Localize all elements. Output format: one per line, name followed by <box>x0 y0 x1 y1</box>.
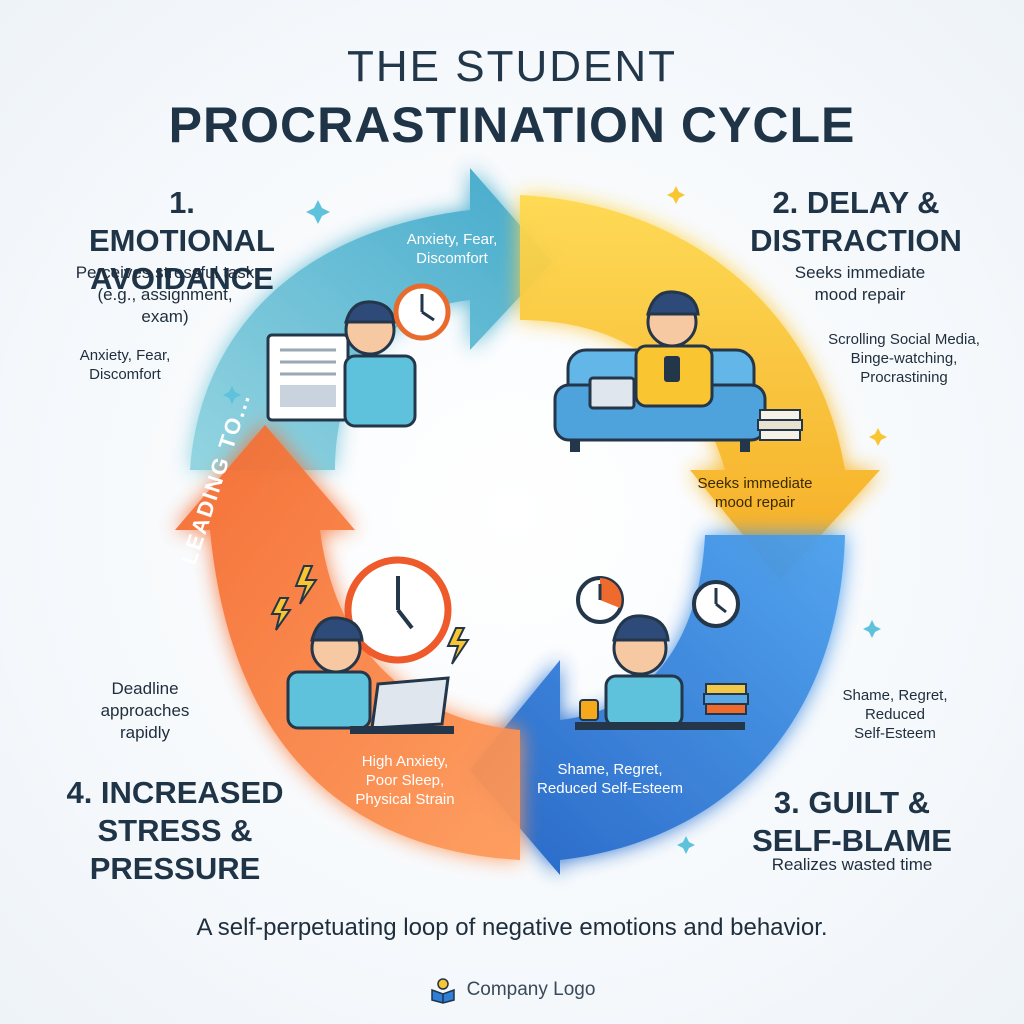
stage-1-title-line-2: AVOIDANCE <box>90 261 274 296</box>
stage-4-note-line-2: approaches <box>100 701 190 720</box>
stage-4-arrow-line-2: Poor Sleep, <box>365 772 445 789</box>
page-title: PROCRASTINATION CYCLE <box>168 97 856 153</box>
stage-3-arrow-label: Shame, Regret, Reduced Self-Esteem <box>520 760 700 798</box>
laptop-icon <box>350 676 454 734</box>
stage-1-note-line-2: Discomfort <box>89 366 161 383</box>
title-line-1: THE STUDENT <box>347 42 677 91</box>
clock-icon <box>692 580 740 628</box>
stage-2-desc-line-1: Seeks immediate <box>794 263 926 282</box>
stage-4-illustration <box>270 556 470 734</box>
stage-1-desc-line-1: Perceives stressful task <box>75 263 255 282</box>
stage-1-arrow-line-1: Anxiety, Fear, <box>406 231 498 248</box>
stage-1-desc-line-2: (e.g., assignment, <box>97 285 233 304</box>
stage-3-note-line-1: Shame, Regret, <box>842 687 948 704</box>
stage-1-description: Perceives stressful task (e.g., assignme… <box>50 262 280 328</box>
stage-4-arrow-line-1: High Anxiety, <box>361 753 449 770</box>
stage-4-note-line-1: Deadline <box>111 679 179 698</box>
stage-1-title: 1. EMOTIONAL AVOIDANCE <box>72 184 292 298</box>
books-icon <box>757 409 803 441</box>
company-logo: Company Logo <box>0 976 1024 1004</box>
stage-3-title-line-1: 3. GUILT & <box>773 785 931 820</box>
stage-3-illustration <box>575 576 749 730</box>
clock-icon <box>576 576 624 624</box>
stage-4-title-line-3: PRESSURE <box>89 851 261 886</box>
clock-icon <box>344 556 452 664</box>
stage-1-illustration <box>266 283 451 428</box>
lightning-icon <box>270 597 292 631</box>
book-lightbulb-icon <box>430 978 455 1004</box>
lightning-icon <box>446 627 470 665</box>
stage-3-description: Realizes wasted time <box>771 855 933 874</box>
stage-2-arrow-line-2: mood repair <box>714 494 796 511</box>
stage-4-arrow-line-3: Physical Strain <box>355 791 455 808</box>
stage-2-arrow-label: Seeks immediate mood repair <box>690 474 820 512</box>
stage-3-title: 3. GUILT & SELF-BLAME <box>742 784 962 860</box>
coffee-cup-icon <box>579 699 599 721</box>
stage-1-desc-line-3: exam) <box>141 307 189 326</box>
stage-2-note-line-3: Procrastining <box>860 369 948 386</box>
stage-3-arrow-line-1: Shame, Regret, <box>557 761 663 778</box>
clock-icon <box>393 283 451 341</box>
stage-4-title-line-2: STRESS & <box>97 813 253 848</box>
stage-2-note-line-2: Binge-watching, <box>850 350 958 367</box>
stage-2-description: Seeks immediate mood repair <box>780 262 940 306</box>
stage-3-side-note: Shame, Regret, Reduced Self-Esteem <box>830 686 960 743</box>
stage-2-side-note: Scrolling Social Media, Binge-watching, … <box>814 330 994 387</box>
stage-4-note-line-3: rapidly <box>119 723 171 742</box>
stage-3-title-line-2: SELF-BLAME <box>752 823 952 858</box>
lightning-icon <box>294 565 318 605</box>
stage-1-note-line-1: Anxiety, Fear, <box>79 347 171 364</box>
phone-icon <box>664 356 680 382</box>
books-icon <box>703 683 749 715</box>
stage-4-arrow-label: High Anxiety, Poor Sleep, Physical Strai… <box>340 752 470 809</box>
stage-3-note-line-3: Self-Esteem <box>854 725 936 742</box>
stage-3-note-line-2: Reduced <box>864 706 926 723</box>
stage-2-title-line-2: DISTRACTION <box>750 223 962 258</box>
laptop-icon <box>588 376 636 410</box>
stage-1-side-note: Anxiety, Fear, Discomfort <box>60 346 190 384</box>
stage-2-title: 2. DELAY & DISTRACTION <box>746 184 966 260</box>
stage-1-arrow-label: Anxiety, Fear, Discomfort <box>392 230 512 268</box>
logo-text: Company Logo <box>466 979 596 1000</box>
stage-2-illustration <box>553 290 803 452</box>
stage-2-title-line-1: 2. DELAY & <box>772 185 940 220</box>
stage-4-title: 4. INCREASED STRESS & PRESSURE <box>60 774 290 888</box>
stage-1-title-line-1: 1. EMOTIONAL <box>89 185 275 258</box>
stage-3-arrow-line-2: Reduced Self-Esteem <box>537 780 683 797</box>
sparkle-icon <box>223 200 881 854</box>
stage-4-title-line-1: 4. INCREASED <box>66 775 284 810</box>
stage-2-arrow-line-1: Seeks immediate <box>697 475 813 492</box>
caption: A self-perpetuating loop of negative emo… <box>196 914 828 941</box>
stage-2-desc-line-2: mood repair <box>814 285 906 304</box>
stage-2-note-line-1: Scrolling Social Media, <box>828 331 980 348</box>
stage-1-arrow-line-2: Discomfort <box>416 250 488 267</box>
stage-4-side-note: Deadline approaches rapidly <box>80 678 210 744</box>
